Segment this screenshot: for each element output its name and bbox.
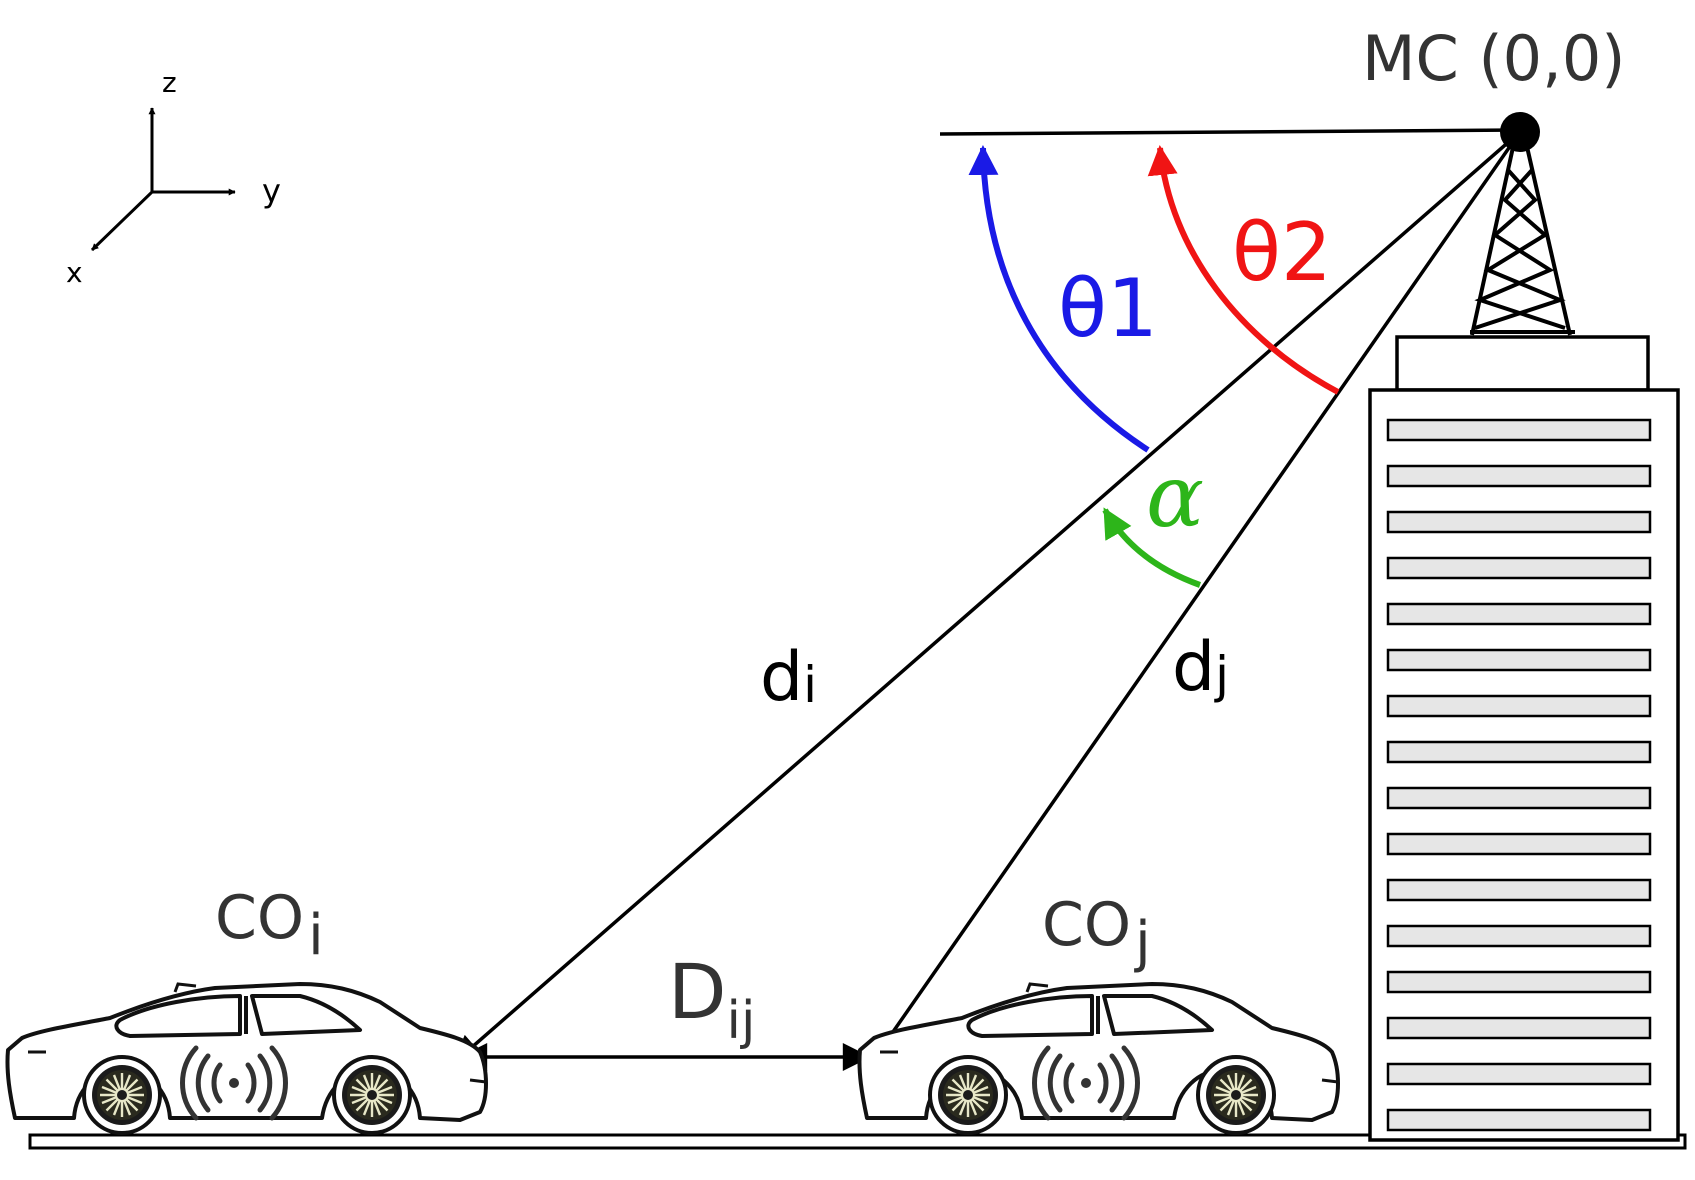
- cell-tower: [1470, 137, 1575, 336]
- building-window: [1386, 648, 1652, 672]
- car-right: [859, 984, 1338, 1135]
- distance-dj-line: [870, 130, 1522, 1064]
- axes-indicator: z y x: [66, 66, 281, 289]
- building-window: [1386, 418, 1652, 442]
- z-axis-label: z: [162, 66, 177, 99]
- alpha-arc: [1102, 507, 1202, 588]
- building-window: [1386, 740, 1652, 764]
- building-windows: [1386, 418, 1652, 1132]
- building-window: [1386, 1108, 1652, 1132]
- car-left: [7, 984, 486, 1135]
- building-window: [1386, 878, 1652, 902]
- theta2-arc: [1147, 145, 1340, 395]
- building: [1368, 335, 1680, 1142]
- building-window: [1386, 464, 1652, 488]
- horizontal-reference-line: [939, 128, 1521, 136]
- building-window: [1386, 786, 1652, 810]
- building-window: [1386, 832, 1652, 856]
- building-window: [1386, 924, 1652, 948]
- theta1-label: θ1: [1058, 262, 1158, 355]
- y-axis-label: y: [262, 172, 281, 210]
- building-window: [1386, 1062, 1652, 1086]
- car-left-label: COi: [215, 883, 324, 968]
- ground: [28, 1133, 1687, 1150]
- distance-di-label: di: [760, 638, 817, 717]
- distance-di-line: [452, 130, 1522, 1064]
- building-window: [1386, 602, 1652, 626]
- building-window: [1386, 694, 1652, 718]
- theta1-arc: [968, 145, 1150, 453]
- distance-dij-label: Dij: [668, 947, 755, 1051]
- distance-dj-label: dj: [1172, 628, 1229, 707]
- alpha-label: α: [1146, 447, 1204, 547]
- car-right-label: COj: [1042, 890, 1151, 975]
- building-window: [1386, 556, 1652, 580]
- theta2-label: θ2: [1232, 206, 1332, 299]
- tower-label: MC (0,0): [1362, 22, 1625, 95]
- building-window: [1386, 510, 1652, 534]
- x-axis-label: x: [66, 256, 83, 289]
- building-window: [1386, 1016, 1652, 1040]
- building-window: [1386, 970, 1652, 994]
